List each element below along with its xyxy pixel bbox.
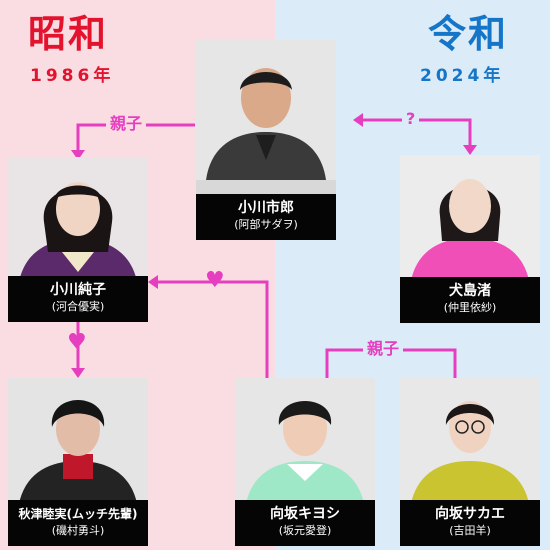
- character-card-junko[interactable]: 小川純子 (河合優実): [8, 157, 148, 322]
- portrait-image: [400, 378, 540, 500]
- character-name: 向坂サカエ: [435, 506, 505, 522]
- heart-icon: ♥: [67, 330, 87, 355]
- actor-name: (阿部サダヲ): [234, 218, 298, 231]
- portrait-image: [8, 378, 148, 500]
- character-caption: 小川市郎 (阿部サダヲ): [196, 194, 336, 240]
- actor-name: (河合優実): [51, 300, 105, 313]
- character-name: 小川純子: [50, 282, 106, 298]
- relation-label-ichiro-junko: 親子: [106, 115, 147, 133]
- heart-icon: ♥: [205, 268, 225, 293]
- connector-ichiro-junko: [76, 123, 195, 152]
- actor-name: (坂元愛登): [278, 524, 332, 537]
- character-card-kiyoshi[interactable]: 向坂キヨシ (坂元愛登): [235, 378, 375, 546]
- character-card-ichiro[interactable]: 小川市郎 (阿部サダヲ): [196, 40, 336, 240]
- character-caption: 向坂サカエ (吉田羊): [400, 500, 540, 546]
- character-name: 向坂キヨシ: [270, 506, 340, 522]
- character-name: 秋津睦実(ムッチ先輩): [18, 507, 138, 521]
- character-name: 小川市郎: [238, 200, 294, 216]
- reiwa-era-year: 2024年: [420, 66, 505, 86]
- connector-ichiro-nagisa: [360, 118, 472, 147]
- arrowhead-junko-side: [148, 275, 158, 289]
- reiwa-era-title: 令和: [428, 12, 509, 56]
- actor-name: (吉田羊): [449, 524, 491, 537]
- arrowhead-ichiro: [353, 113, 363, 127]
- connector-kiyoshi-junko: [155, 280, 269, 378]
- character-caption: 小川純子 (河合優実): [8, 276, 148, 322]
- character-card-sakae[interactable]: 向坂サカエ (吉田羊): [400, 378, 540, 546]
- showa-era-year: 1986年: [30, 66, 115, 86]
- arrowhead-junko: [71, 150, 85, 160]
- actor-name: (仲里依紗): [443, 301, 497, 314]
- character-card-nagisa[interactable]: 犬島渚 (仲里依紗): [400, 155, 540, 323]
- relation-label-kiyoshi-sakae: 親子: [363, 340, 404, 358]
- portrait-image: [196, 40, 336, 180]
- character-card-mutsumi[interactable]: 秋津睦実(ムッチ先輩) (磯村勇斗): [8, 378, 148, 546]
- arrowhead-nagisa: [463, 145, 477, 155]
- character-caption: 犬島渚 (仲里依紗): [400, 277, 540, 323]
- character-caption: 向坂キヨシ (坂元愛登): [235, 500, 375, 546]
- arrowhead-mutsumi: [71, 368, 85, 378]
- character-caption: 秋津睦実(ムッチ先輩) (磯村勇斗): [8, 500, 148, 546]
- portrait-image: [235, 378, 375, 500]
- character-name: 犬島渚: [449, 283, 491, 299]
- portrait-image: [400, 155, 540, 277]
- showa-era-title: 昭和: [28, 12, 109, 56]
- actor-name: (磯村勇斗): [51, 524, 105, 537]
- portrait-image: [8, 157, 148, 277]
- relation-label-ichiro-nagisa: ?: [402, 110, 420, 128]
